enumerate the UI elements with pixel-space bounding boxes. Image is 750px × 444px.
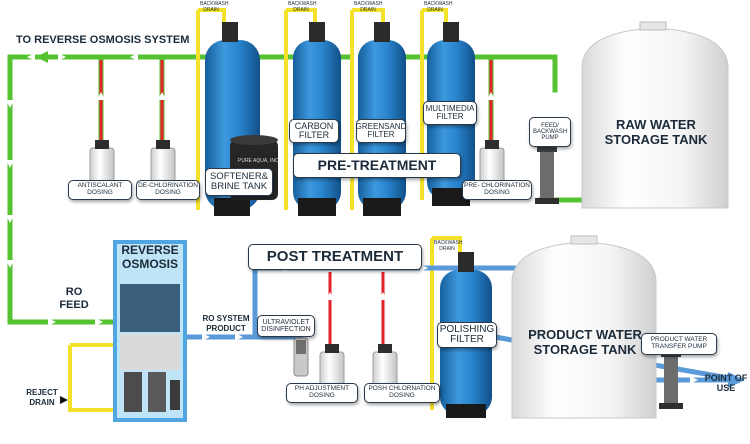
backwash-drain-label: BACKWASH DRAIN xyxy=(288,1,317,13)
carbon-filter-label: CARBON FILTER xyxy=(289,119,339,143)
backwash-drain-label: BACKWASH DRAIN xyxy=(434,240,463,252)
backwash-drain-label: BACKWASH DRAIN xyxy=(354,1,383,13)
product-water-tank-label: PRODUCT WATER STORAGE TANK xyxy=(528,327,642,357)
backwash-drain-label: BACKWASH DRAIN xyxy=(424,1,453,13)
uv-disinfection-label: ULTRAVIOLET DISINFECTION xyxy=(257,315,315,337)
backwash-drain-label: BACKWASH DRAIN xyxy=(200,1,229,13)
ro-skid xyxy=(113,240,187,422)
greensand-filter-label: GREENSAND FILTER xyxy=(356,119,406,143)
pre-chlorination-dosing-label: PRE- CHLORINATION DOSING xyxy=(462,180,532,200)
post-treatment-label: POST TREATMENT xyxy=(248,244,422,270)
uv-unit xyxy=(293,337,309,377)
softener-brine-tank-label: SOFTENER& BRINE TANK xyxy=(205,168,273,196)
softener-brand-label: PURE AQUA, INC. xyxy=(238,158,280,164)
reverse-osmosis-label: REVERSE OSMOSIS xyxy=(121,243,179,271)
to-ro-system-label: TO REVERSE OSMOSIS SYSTEM xyxy=(16,34,190,46)
feed-backwash-pump-label: FEED/ BACKWASH PUMP xyxy=(529,117,571,147)
red-dosing-lines xyxy=(99,60,493,350)
raw-water-tank-label: RAW WATER STORAGE TANK xyxy=(604,117,708,147)
reject-drain-label: REJECT DRAIN xyxy=(26,388,58,407)
pre-treatment-label: PRE-TREATMENT xyxy=(293,153,461,178)
antiscalant-dosing-label: ANTISCALANT DOSING xyxy=(68,180,132,200)
ro-feed-label: RO FEED xyxy=(59,286,89,312)
ro-system-product-label: RO SYSTEM PRODUCT xyxy=(202,314,250,333)
post-chlorination-dosing-label: POSH CHLORNATION DOSING xyxy=(364,383,440,403)
polishing-filter-label: POLISHING FILTER xyxy=(437,322,497,348)
product-transfer-pump-label: PRODUCT WATER TRANSFER PUMP xyxy=(641,333,717,355)
dechlorination-dosing-label: DE-CHLORINATION DOSING xyxy=(136,180,200,200)
ph-adjustment-dosing-label: PH ADJUSTMENT DOSING xyxy=(286,383,358,403)
multimedia-filter-label: MULTIMEDIA FILTER xyxy=(423,101,477,125)
filter-vessels xyxy=(205,22,492,418)
storage-tanks xyxy=(511,21,729,419)
point-of-use-label: POINT OF USE xyxy=(704,373,748,393)
